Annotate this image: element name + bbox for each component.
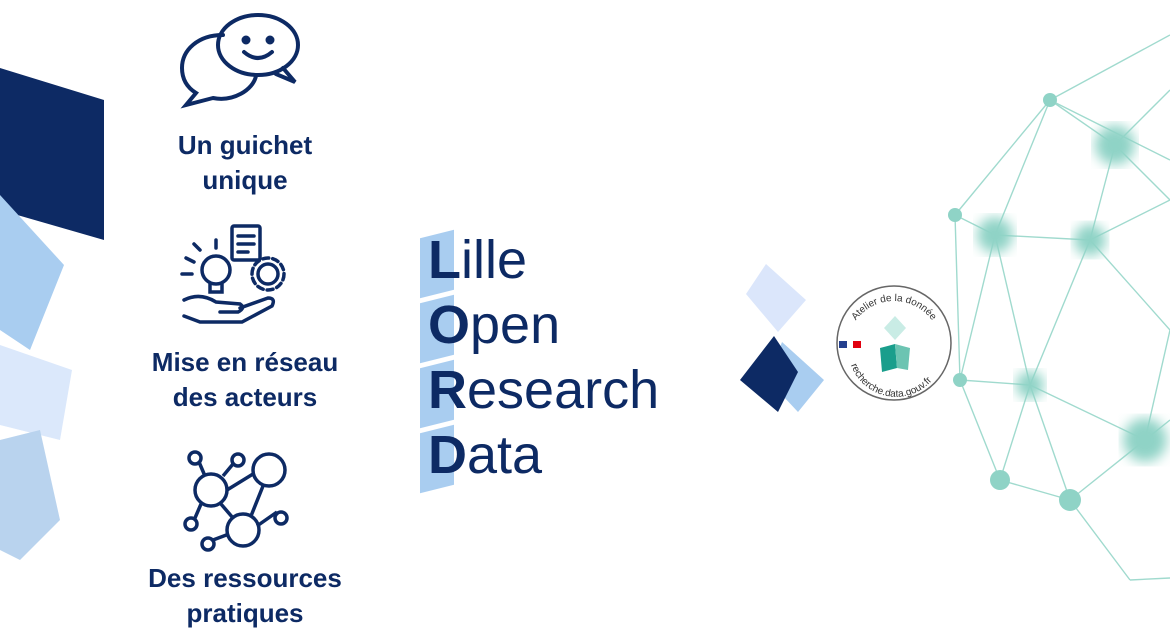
feature-line: unique	[202, 165, 288, 195]
lord-row: Research	[420, 358, 660, 429]
feature-line: Mise en réseau	[151, 347, 339, 377]
network-graphic	[948, 34, 1170, 581]
feature-line: Un guichet	[177, 130, 313, 160]
network-people-icon	[183, 450, 289, 552]
idea-gear-hand-icon	[180, 224, 286, 324]
lord-rest: pen	[470, 295, 561, 355]
atelier-donnee-badge: Atelier de la donnée recherche.data.gouv…	[835, 284, 953, 402]
lord-initial: R	[428, 360, 467, 420]
lord-rest: ata	[467, 425, 543, 485]
feature-line: Des ressources	[148, 563, 342, 593]
feature-line: pratiques	[186, 598, 304, 628]
lord-initial: O	[428, 295, 471, 355]
lord-initial: L	[428, 230, 461, 290]
lord-row: Data	[420, 423, 659, 494]
lord-row: Open	[420, 293, 659, 364]
lord-logo: Lille Open Research Data	[420, 228, 660, 494]
feature-single-desk: Un guichet unique	[135, 128, 355, 198]
lord-initial: D	[428, 425, 467, 485]
feature-networking: Mise en réseau des acteurs	[135, 345, 355, 415]
badge-graphic: Atelier de la donnée recherche.data.gouv…	[836, 285, 952, 401]
chat-bubbles-icon	[179, 13, 300, 109]
lord-rest: esearch	[467, 360, 660, 420]
lord-row: Lille	[420, 228, 659, 299]
lord-rest: ille	[461, 230, 528, 290]
feature-line: des acteurs	[172, 382, 318, 412]
feature-resources: Des ressources pratiques	[135, 561, 355, 631]
diamond-logo-mark	[740, 264, 824, 412]
left-decor-shapes	[0, 68, 104, 560]
